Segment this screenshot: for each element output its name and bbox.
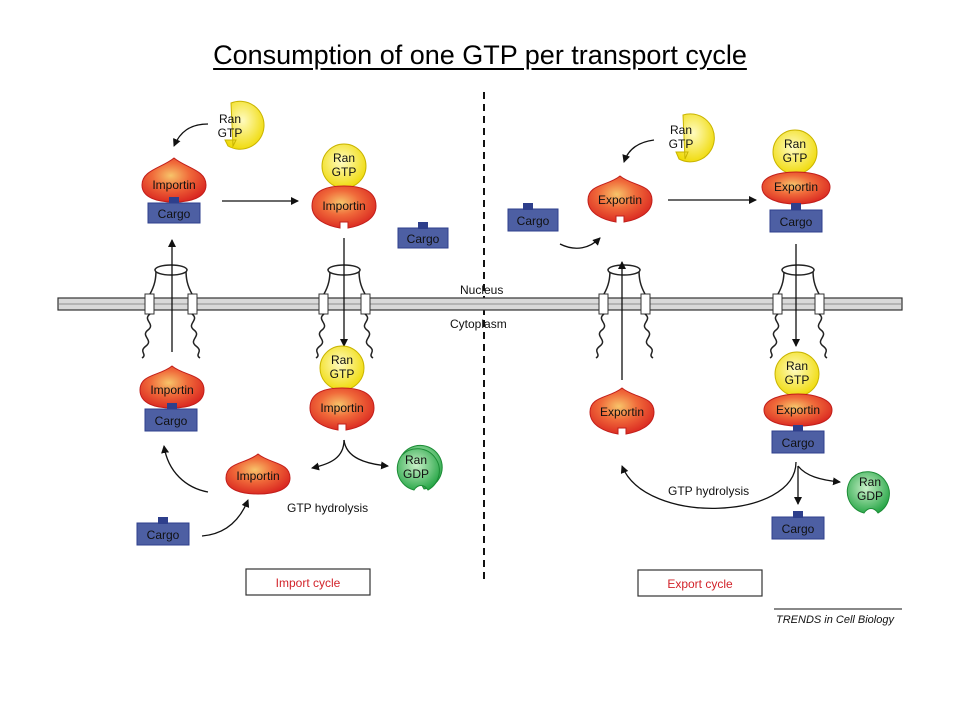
gtp-hydrolysis-label-export: GTP hydrolysis: [668, 484, 749, 498]
ran-gtp-1: Ran GTP: [218, 100, 265, 150]
svg-text:Importin: Importin: [322, 199, 365, 213]
svg-text:GTP: GTP: [785, 373, 810, 387]
svg-text:GTP: GTP: [783, 151, 808, 165]
nuclear-pore-3: [595, 264, 654, 359]
svg-text:Importin: Importin: [152, 178, 195, 192]
arrow-ran-release-export: [622, 139, 655, 163]
ran-gtp-exportin-cargo-1: Ran GTP Exportin Cargo: [761, 129, 831, 233]
ran-gtp-3: Ran GTP: [669, 113, 715, 163]
svg-text:GTP: GTP: [330, 367, 355, 381]
arrow-cargo-binding: [201, 499, 250, 537]
svg-text:Cargo: Cargo: [407, 232, 440, 246]
svg-text:GDP: GDP: [857, 489, 883, 503]
svg-text:Ran: Ran: [784, 137, 806, 151]
svg-text:GDP: GDP: [403, 467, 429, 481]
arrow-exportin-recycle: [620, 461, 797, 509]
arrow-cargo-to-exportin: [559, 237, 601, 249]
arrow-ran-release-import: [173, 123, 209, 147]
svg-text:Cargo: Cargo: [782, 436, 815, 450]
gtp-hydrolysis-label-import: GTP hydrolysis: [287, 501, 368, 515]
importin-free-1: Importin: [225, 453, 291, 495]
importin-cargo-1: Importin Cargo: [141, 157, 207, 224]
svg-text:Import cycle: Import cycle: [276, 576, 341, 590]
exportin-free-cytoplasm: Exportin: [589, 387, 655, 435]
svg-text:Ran: Ran: [219, 112, 241, 126]
page-title: Consumption of one GTP per transport cyc…: [213, 40, 747, 70]
svg-text:Cargo: Cargo: [155, 414, 188, 428]
svg-text:GTP: GTP: [218, 126, 243, 140]
ran-gdp-1: Ran GDP: [396, 444, 443, 491]
ran-gtp-importin-2: Ran GTP Importin: [309, 345, 375, 431]
svg-text:Export cycle: Export cycle: [667, 577, 733, 591]
svg-text:Cargo: Cargo: [147, 528, 180, 542]
nuclear-pore-1: [141, 264, 201, 359]
credit-label: TRENDS in Cell Biology: [776, 614, 895, 626]
svg-text:Exportin: Exportin: [600, 405, 644, 419]
nucleus-label: Nucleus: [460, 283, 503, 297]
ran-gdp-2: Ran GDP: [846, 471, 890, 514]
svg-text:Exportin: Exportin: [598, 193, 642, 207]
svg-text:Ran: Ran: [786, 359, 808, 373]
importin-cargo-2: Importin Cargo: [139, 365, 205, 432]
ran-gtp-exportin-cargo-2: Ran GTP Exportin Cargo: [763, 351, 833, 454]
arrow-to-ran-gdp: [343, 439, 389, 470]
svg-text:Cargo: Cargo: [780, 215, 813, 229]
svg-text:Importin: Importin: [236, 469, 279, 483]
import-cycle-box: Import cycle: [245, 568, 371, 596]
svg-text:Ran: Ran: [333, 151, 355, 165]
export-cycle-box: Export cycle: [637, 569, 763, 597]
svg-text:Importin: Importin: [150, 383, 193, 397]
svg-text:Ran: Ran: [859, 475, 881, 489]
svg-text:Cargo: Cargo: [158, 207, 191, 221]
svg-text:Ran: Ran: [405, 453, 427, 467]
nuclear-pore-4: [769, 264, 828, 359]
svg-text:Exportin: Exportin: [774, 180, 818, 194]
svg-text:Cargo: Cargo: [517, 214, 550, 228]
cargo-released-export: Cargo: [771, 511, 825, 540]
arrow-to-free-importin: [311, 439, 345, 471]
ran-gtp-importin-1: Ran GTP Importin: [311, 143, 377, 229]
svg-text:Ran: Ran: [670, 123, 692, 137]
svg-text:Ran: Ran: [331, 353, 353, 367]
svg-text:Cargo: Cargo: [782, 522, 815, 536]
cytoplasm-label: Cytoplasm: [450, 317, 507, 331]
arrow-to-ran-gdp-export: [797, 465, 841, 486]
svg-text:Importin: Importin: [320, 401, 363, 415]
svg-text:GTP: GTP: [332, 165, 357, 179]
cargo-nucleus-export: Cargo: [507, 203, 559, 232]
cargo-free-1: Cargo: [136, 517, 190, 546]
svg-text:Exportin: Exportin: [776, 403, 820, 417]
cargo-released-1: Cargo: [397, 222, 449, 249]
nuclear-envelope: [57, 297, 903, 311]
arrow-to-importin-cargo: [161, 445, 209, 493]
exportin-free-nucleus: Exportin: [587, 175, 653, 223]
svg-text:GTP: GTP: [669, 137, 694, 151]
